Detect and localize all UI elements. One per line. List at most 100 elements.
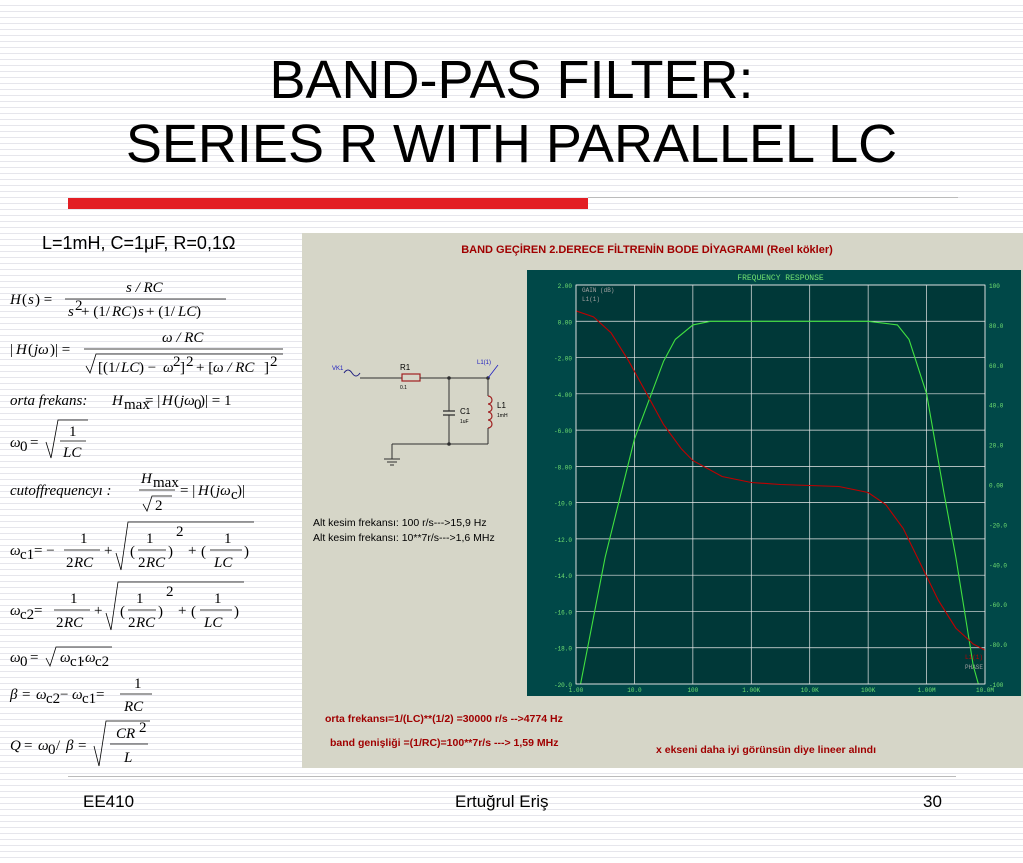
svg-text:s: s [28,292,34,308]
svg-text:RC: RC [63,615,84,631]
x-tick-label: 10.0K [801,687,819,694]
svg-text:jω: jω [178,393,195,409]
svg-text:=: = [96,687,104,703]
svg-text:β: β [9,687,18,703]
svg-text:s: s [68,304,74,320]
svg-text:2: 2 [138,555,146,571]
svg-text:ω: ω [10,603,21,619]
svg-text:=: = [22,687,30,703]
plot-header: FREQUENCY RESPONSE [737,274,824,283]
svg-text:|: | [10,342,13,358]
center-frequency-label: orta frekans: [10,393,87,409]
svg-text:+ (1/: + (1/ [81,304,111,320]
svg-text:LC: LC [213,555,233,571]
svg-text:RC: RC [123,699,144,715]
y-left-tick-label: -20.0 [554,682,572,689]
svg-text:+: + [178,603,186,619]
svg-text:0: 0 [20,439,28,455]
svg-text:ω: ω [60,650,71,666]
l1-value: 1mH [497,413,508,419]
svg-text:jω: jω [214,483,231,499]
y-right-tick-label: 80.0 [989,323,1004,330]
svg-text:H: H [197,483,210,499]
circuit-schematic: VK1 R1 0.1 L1(1) C1 1uF L1 1mH [332,360,508,466]
x-tick-label: 1.00 [569,687,584,694]
svg-text:ω: ω [10,650,21,666]
svg-text:1: 1 [134,676,142,692]
svg-text:LC: LC [203,615,223,631]
svg-text:ω: ω [85,650,96,666]
title-line-2: SERIES R WITH PARALLEL LC [125,114,898,174]
y-left-tick-label: 2.00 [558,283,573,290]
svg-text:LC: LC [177,304,197,320]
legend-gain: GAIN (dB) [582,287,614,294]
svg-text:H: H [161,393,174,409]
c1-label: C1 [460,407,471,416]
svg-text:H: H [140,471,153,487]
svg-text:β: β [65,738,74,754]
svg-text:): ) [168,544,173,560]
bandwidth-note: band genişliği =(1/RC)=100**7r/s ---> 1,… [330,737,559,749]
gain-series-line [580,320,979,684]
svg-text:): ) [158,604,163,620]
l1-label: L1 [497,401,506,410]
svg-text:+: + [104,543,112,559]
svg-text:L: L [123,750,132,766]
y-left-tick-label: -4.00 [554,392,572,399]
svg-text:−: − [60,687,68,703]
svg-text:2: 2 [270,354,278,370]
bode-plot: FREQUENCY RESPONSE2.000.00-2.00-4.00-6.0… [527,270,1021,696]
footer-course: EE410 [83,792,135,811]
svg-text:.: . [81,650,85,666]
svg-text:ω: ω [10,543,21,559]
svg-text:(: ( [28,342,33,358]
x-tick-label: 10.0M [976,687,994,694]
r1-value: 0.1 [400,385,407,391]
svg-text:(: ( [201,544,206,560]
svg-text:)| =: )| = [50,342,70,358]
svg-text:[(1/: [(1/ [98,360,120,376]
y-right-tick-label: -20.0 [989,522,1007,529]
svg-text:LC: LC [62,445,82,461]
svg-text:(: ( [22,292,27,308]
svg-text:2: 2 [186,354,194,370]
svg-text:ω: ω [38,738,49,754]
footer-author: Ertuğrul Eriş [455,792,549,811]
svg-text:c1: c1 [70,654,84,670]
svg-text:=: = [24,738,32,754]
inductor-l1 [487,395,493,429]
svg-text:c: c [231,487,238,503]
y-right-tick-label: -100 [989,682,1004,689]
y-right-tick-label: 0.00 [989,483,1004,490]
x-tick-label: 1.00K [742,687,760,694]
svg-text:2: 2 [176,524,184,540]
y-right-tick-label: 20.0 [989,443,1004,450]
svg-text:ω: ω [36,687,47,703]
svg-text:ω / RC: ω / RC [162,330,204,346]
svg-text:(: ( [120,604,125,620]
y-left-tick-label: -12.0 [554,537,572,544]
svg-text:(: ( [174,393,179,409]
svg-text:+: + [94,603,102,619]
title-underline-accent [68,198,588,209]
svg-text:(: ( [210,483,215,499]
svg-text:s / RC: s / RC [126,280,164,296]
svg-text:/: / [56,738,61,754]
svg-text:2: 2 [173,354,181,370]
y-left-tick-label: -10.0 [554,501,572,508]
svg-text:H: H [15,342,28,358]
svg-text:+: + [188,543,196,559]
y-right-tick-label: 40.0 [989,403,1004,410]
svg-text:LC: LC [120,360,140,376]
svg-text:1: 1 [70,591,78,607]
upper-cutoff-text: Alt kesim frekansı: 10**7r/s--->1,6 MHz [313,532,495,544]
svg-text:jω: jω [32,342,49,358]
svg-text:H: H [111,393,124,409]
svg-text:2: 2 [128,615,136,631]
svg-text:2: 2 [155,498,163,514]
